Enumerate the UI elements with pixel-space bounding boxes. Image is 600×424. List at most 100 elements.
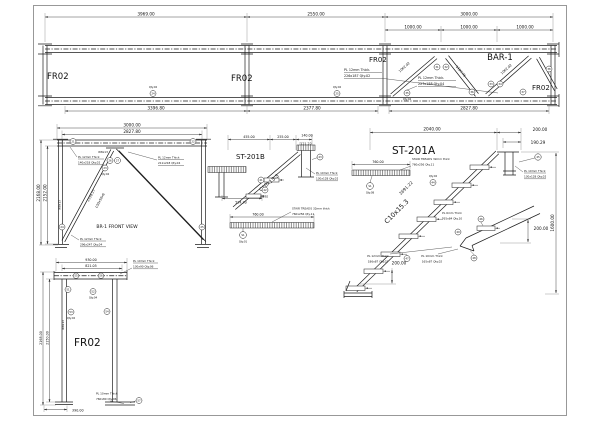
svg-text:STAIR TREADS 32mm thick: STAIR TREADS 32mm thick: [292, 207, 330, 211]
stringer-base-detail: 46 49 48: [454, 205, 541, 262]
mark-bubbles-st201b: 41 42 Qty.02 43: [257, 153, 324, 199]
svg-text:PL 10mm Thick: PL 10mm Thick: [96, 392, 118, 396]
svg-text:760x80 Qty.06: 760x80 Qty.06: [96, 397, 117, 401]
label-br1-angle: L50x50x6: [95, 192, 106, 208]
note-st201a-base-left: PL 12mm Thick 186x87 Qty.02: [367, 246, 453, 264]
dim-1000-c: 1000.00: [516, 25, 534, 30]
svg-text:57: 57: [137, 399, 141, 403]
dim-255: 255.00: [277, 135, 289, 139]
svg-text:765x84 Qty.10: 765x84 Qty.10: [442, 217, 463, 221]
dim-br1-2152: 2152.00: [43, 184, 48, 202]
svg-text:31: 31: [435, 65, 439, 69]
dim-190: 190.29: [531, 140, 546, 145]
svg-text:PL 12mm Thick: PL 12mm Thick: [367, 254, 389, 258]
svg-text:54: 54: [105, 310, 109, 314]
svg-text:PL 12mm Thick.: PL 12mm Thick.: [344, 68, 370, 72]
svg-text:42: 42: [263, 188, 267, 192]
note-st201a-treads: STAIR TREADS 32mm thick 760x256 Qty.11: [399, 157, 450, 171]
dim-br1-2168: 2168.00: [36, 184, 41, 202]
svg-text:296x247 Qty.04: 296x247 Qty.04: [80, 243, 102, 247]
svg-text:211x218 Qty.04: 211x218 Qty.04: [158, 161, 180, 165]
label-fr02-right: FR02: [532, 84, 550, 92]
dim-fr02-2150: 2150.00: [46, 331, 50, 345]
svg-text:PL 12mm Thick.: PL 12mm Thick.: [418, 76, 444, 80]
dim-3396: 3396.80: [147, 106, 165, 111]
svg-text:23: 23: [103, 166, 107, 170]
note-br1-right: PL 12mm Thick 211x218 Qty.04: [127, 151, 184, 166]
svg-text:47: 47: [405, 257, 409, 261]
svg-text:Qty.04: Qty.04: [89, 296, 98, 300]
title-fr02-frame: FR02: [74, 337, 101, 349]
note-br1-bottom: PL 12mm Thick 296x247 Qty.04: [70, 234, 106, 247]
svg-text:760x256 Qty.11: 760x256 Qty.11: [412, 163, 434, 167]
svg-text:Qty.04: Qty.04: [403, 97, 412, 101]
dim-3969: 3969.00: [137, 12, 155, 17]
dim-821: 821.05: [85, 264, 97, 268]
svg-text:25: 25: [335, 92, 339, 96]
note-st201a-base-right: PL 10mm Thick 165x87 Qty.02: [421, 248, 459, 264]
svg-text:165x87 Qty.02: 165x87 Qty.02: [422, 260, 443, 264]
svg-text:Qty.02: Qty.02: [149, 85, 158, 89]
mark-bubbles-br1: 21 22 23 Qty.04 24 25 26 27: [58, 138, 206, 231]
dim-524: 524.30: [235, 201, 247, 205]
dim-br1-2827: 2827.80: [123, 129, 141, 134]
dim-200-bottom: 200.00: [392, 261, 407, 266]
svg-text:PL 12mm Thick: PL 12mm Thick: [80, 237, 102, 241]
svg-text:Qty.01: Qty.01: [239, 240, 248, 244]
svg-text:52: 52: [91, 290, 95, 294]
dim-390: 390.00: [72, 409, 84, 413]
svg-text:186x87 Qty.02: 186x87 Qty.02: [368, 260, 389, 264]
dim-760-a: 760.00: [372, 160, 384, 164]
mark-bubbles-fr02: 55 56 51 52 Qty.04 53 Qty.02 54 57: [64, 272, 143, 404]
dim-455: 455.00: [243, 135, 255, 139]
label-br1-col: W8x13: [58, 200, 62, 210]
svg-text:S1: S1: [241, 233, 245, 237]
dim-1000-a: 1000.00: [404, 25, 422, 30]
svg-text:55: 55: [74, 274, 78, 278]
svg-text:21: 21: [71, 140, 75, 144]
dim-2040: 2040.00: [423, 127, 441, 132]
svg-text:PL 10mm Thick: PL 10mm Thick: [421, 254, 443, 258]
svg-text:26: 26: [108, 159, 112, 163]
dim-930: 930.00: [85, 258, 97, 262]
svg-text:27: 27: [116, 159, 120, 163]
svg-text:130x128 Qty.02: 130x128 Qty.02: [316, 177, 338, 181]
svg-text:37: 37: [521, 90, 525, 94]
note-plate-mid: PL 12mm Thick. 226x187 Qty.02: [344, 68, 499, 94]
note-st201b-plate: PL 10mm Thick 130x128 Qty.02: [305, 167, 338, 181]
caption-br1: BR-1 FRONT VIEW: [96, 224, 138, 230]
svg-text:PL 10mm Thick: PL 10mm Thick: [133, 259, 155, 263]
note-st201a-top: PL 10mm Thick 130x128 Qty.02: [514, 165, 546, 179]
svg-text:44: 44: [431, 181, 435, 185]
drawing-border: [33, 5, 567, 416]
title-st201a: ST-201A: [392, 145, 436, 157]
svg-text:130x90 Qty.06: 130x90 Qty.06: [133, 265, 154, 269]
dim-fr02-2168: 2168.00: [39, 331, 43, 345]
svg-text:38: 38: [547, 67, 551, 71]
label-fr02-bay: FR02: [369, 56, 387, 64]
note-br1-left: PL 12mm Thick 140x218 Qty.02: [69, 146, 104, 165]
svg-text:51: 51: [66, 288, 70, 292]
fr02-frame-detail: 930.00 821.05 2168.00 2150.00 390.00 FR0…: [39, 258, 158, 413]
dim-200-top: 200.00: [533, 127, 548, 132]
svg-text:Qty.02: Qty.02: [333, 85, 342, 89]
dim-br1-3000: 3000.00: [123, 123, 141, 128]
svg-text:Qty.08: Qty.08: [366, 191, 375, 195]
svg-text:25: 25: [200, 225, 204, 229]
svg-text:22: 22: [191, 140, 195, 144]
svg-text:Qty.04: Qty.04: [101, 172, 110, 176]
dim-3000: 3000.00: [460, 12, 478, 17]
label-bar1: BAR-1: [487, 53, 513, 63]
dim-1000-b: 1000.00: [460, 25, 478, 30]
label-fr02-col: W8x13: [61, 320, 65, 330]
dim-br1-diag: 2150.27: [86, 189, 96, 203]
br1-front-view: 3000.00 2827.80 2168.00 2152.00 2150.27 …: [36, 123, 211, 248]
svg-text:STAIR TREADS 32mm thick: STAIR TREADS 32mm thick: [412, 157, 450, 161]
svg-text:46: 46: [479, 217, 483, 221]
dim-140: 140.00: [301, 133, 313, 137]
svg-text:760x256 Qty.11: 760x256 Qty.11: [292, 212, 314, 216]
stair-treads: [345, 164, 496, 291]
note-fr02-bottom: PL 10mm Thick 760x80 Qty.06: [96, 392, 125, 404]
svg-text:33: 33: [489, 82, 493, 86]
